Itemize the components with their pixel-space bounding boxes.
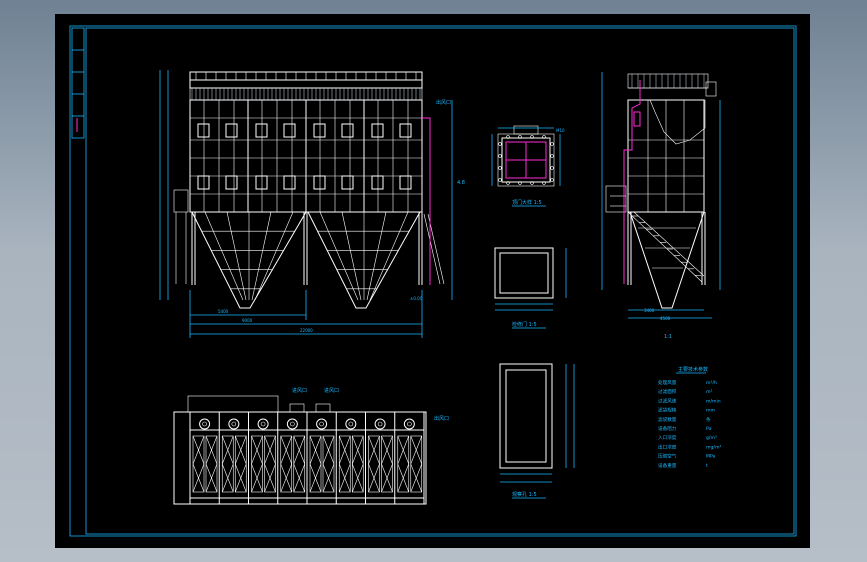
outer-frame <box>69 25 797 537</box>
spec-row-value: m³/h <box>706 380 717 386</box>
spec-row-value: mg/m³ <box>706 444 721 450</box>
svg-text:进风口: 进风口 <box>324 387 339 394</box>
binding-strip <box>71 27 85 139</box>
svg-text:9000: 9000 <box>242 318 253 323</box>
spec-row-key: 滤袋数量 <box>658 416 677 423</box>
front-elevation-view: 5400 9000 22000 出风口 4.8 ±0.00 <box>159 70 465 338</box>
detail-b-label: 检修门 1:5 <box>512 321 537 328</box>
spec-row-value: m² <box>706 390 712 395</box>
svg-text:出风口: 出风口 <box>436 99 451 106</box>
svg-text:出风口: 出风口 <box>434 415 449 422</box>
spec-row-value: t <box>706 463 708 469</box>
spec-row-key: 设备重量 <box>658 462 677 469</box>
spec-table: 主要技术参数 处理风量 m³/h 过滤面积 m² 过滤风速 m/min 滤袋规格 mm 滤袋数量… <box>658 366 721 469</box>
svg-text:4500: 4500 <box>660 316 671 321</box>
spec-row-key: 出口浓度 <box>658 443 677 450</box>
spec-row-value: mm <box>706 409 715 414</box>
svg-text:5400: 5400 <box>218 309 229 314</box>
spec-row-value: Pa <box>706 426 712 432</box>
spec-table-title: 主要技术参数 <box>678 366 708 373</box>
spec-row-key: 处理风量 <box>658 379 677 386</box>
side-elevation-view: 3400 4500 1:1 <box>601 72 721 340</box>
plan-view: 进风口 进风口 出风口 <box>173 387 449 505</box>
inner-frame <box>85 27 795 535</box>
svg-text:M10: M10 <box>556 128 565 133</box>
front-total-dimension: 22000 <box>300 328 313 333</box>
spec-row-key: 设备阻力 <box>658 425 677 432</box>
detail-a-view: M10 顶门大样 1:5 <box>491 125 565 207</box>
svg-text:4.8: 4.8 <box>457 180 465 186</box>
detail-c-label: 观察孔 1:5 <box>512 491 537 498</box>
spec-row-key: 压缩空气 <box>658 453 677 460</box>
spec-row-value: g/m³ <box>706 435 717 441</box>
spec-row-key: 入口浓度 <box>658 434 677 441</box>
svg-text:进风口: 进风口 <box>292 387 307 394</box>
spec-row-value: 条 <box>706 416 711 423</box>
spec-row-key: 过滤面积 <box>658 388 677 395</box>
spec-row-key: 过滤风速 <box>658 397 677 404</box>
spec-row-value: m/min <box>706 398 721 404</box>
svg-text:3400: 3400 <box>644 308 655 313</box>
detail-c-view: 观察孔 1:5 <box>499 363 575 499</box>
spec-row-value: MPa <box>706 454 716 460</box>
detail-b-view: 检修门 1:5 <box>494 247 567 329</box>
side-view-label: 1:1 <box>664 334 672 340</box>
svg-text:±0.00: ±0.00 <box>410 296 423 301</box>
spec-row-key: 滤袋规格 <box>658 407 677 414</box>
detail-a-label: 顶门大样 1:5 <box>512 199 542 206</box>
